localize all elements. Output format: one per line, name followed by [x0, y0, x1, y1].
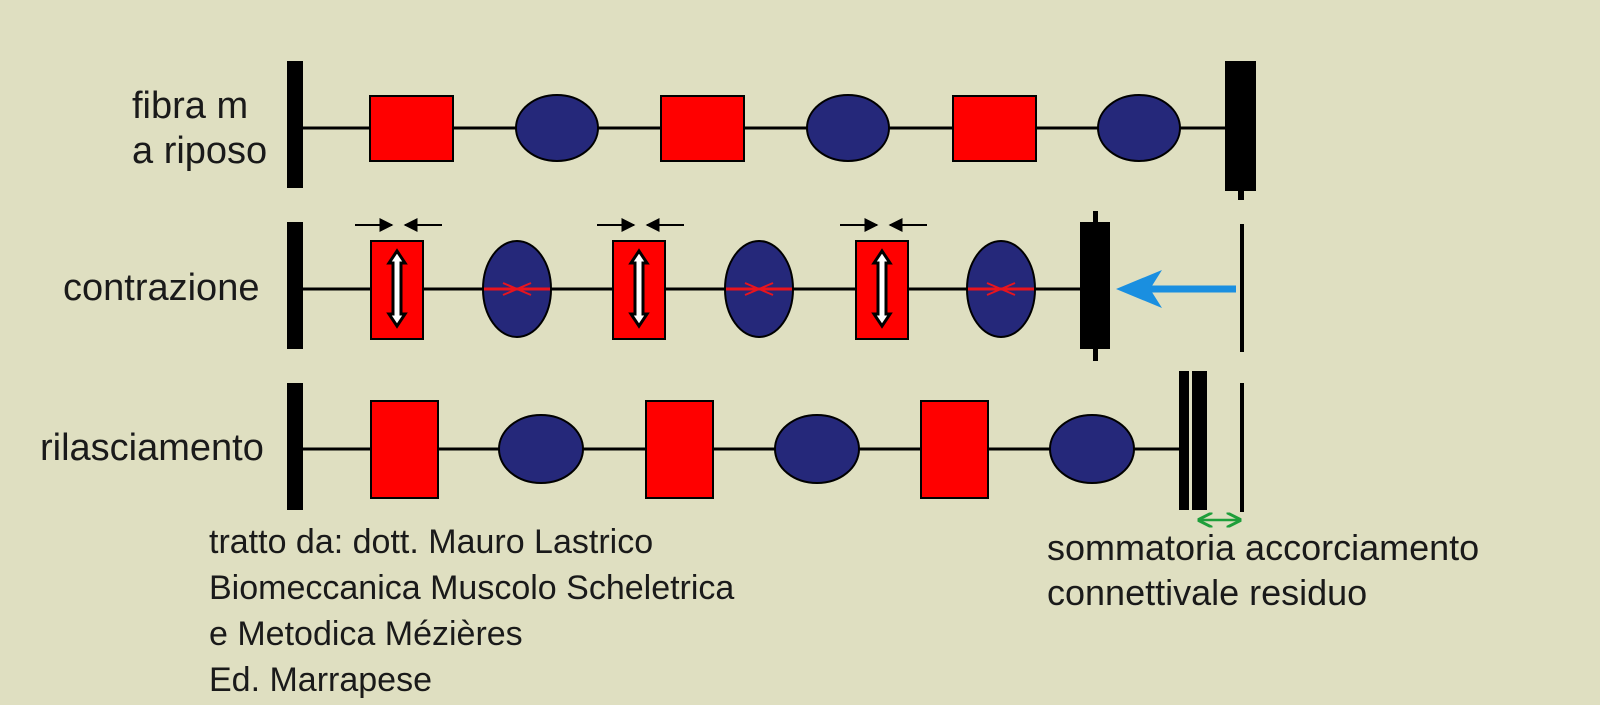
- contractile-unit: [952, 95, 1037, 162]
- tension-cross: [502, 282, 532, 296]
- contractile-unit: [660, 95, 745, 162]
- connective-unit: [774, 414, 860, 484]
- contractile-unit: [369, 95, 454, 162]
- anchor-gap: [1189, 369, 1192, 512]
- residual-note: sommatoria accorciamento connettivale re…: [1047, 527, 1479, 613]
- contractile-unit: [645, 400, 714, 499]
- source-credit: tratto da: dott. Mauro Lastrico Biomecca…: [209, 523, 734, 699]
- credit-line-3: e Metodica Mézières: [209, 615, 523, 653]
- tension-cross: [986, 282, 1016, 296]
- shortening-arrow-head: [1116, 270, 1162, 308]
- contractile-unit: [920, 400, 989, 499]
- connective-unit: [1049, 414, 1135, 484]
- anchor-tail: [1238, 188, 1244, 200]
- credit-line-2: Biomeccanica Muscolo Scheletrica: [209, 569, 734, 607]
- elongation-arrow: [386, 248, 408, 329]
- connective-unit: [1097, 94, 1181, 162]
- tension-cross: [744, 282, 774, 296]
- connective-unit: [498, 414, 584, 484]
- contractile-unit: [370, 400, 439, 499]
- right-anchor: [1179, 371, 1207, 510]
- row-release-label: rilasciamento: [40, 427, 264, 469]
- elongation-arrow: [628, 248, 650, 329]
- credit-line-1: tratto da: dott. Mauro Lastrico: [209, 523, 653, 561]
- left-anchor: [287, 61, 303, 188]
- note-line-2: connettivale residuo: [1047, 572, 1367, 613]
- credit-line-4: Ed. Marrapese: [209, 661, 432, 699]
- row-rest-label-line1: fibra m: [132, 85, 248, 127]
- row-contraction-label: contrazione: [63, 267, 259, 309]
- row-rest: fibra m a riposo: [132, 61, 1256, 200]
- row-release: rilasciamento: [40, 369, 1240, 520]
- anchor-post: [1093, 211, 1098, 361]
- elongation-arrow: [871, 248, 893, 329]
- connective-unit: [515, 94, 599, 162]
- left-anchor: [287, 222, 303, 349]
- row-rest-label-line2: a riposo: [132, 130, 267, 172]
- row-contraction: contrazione: [63, 211, 1236, 361]
- connective-unit: [806, 94, 890, 162]
- right-anchor: [1225, 61, 1256, 191]
- note-line-1: sommatoria accorciamento: [1047, 527, 1479, 568]
- left-anchor: [287, 383, 303, 510]
